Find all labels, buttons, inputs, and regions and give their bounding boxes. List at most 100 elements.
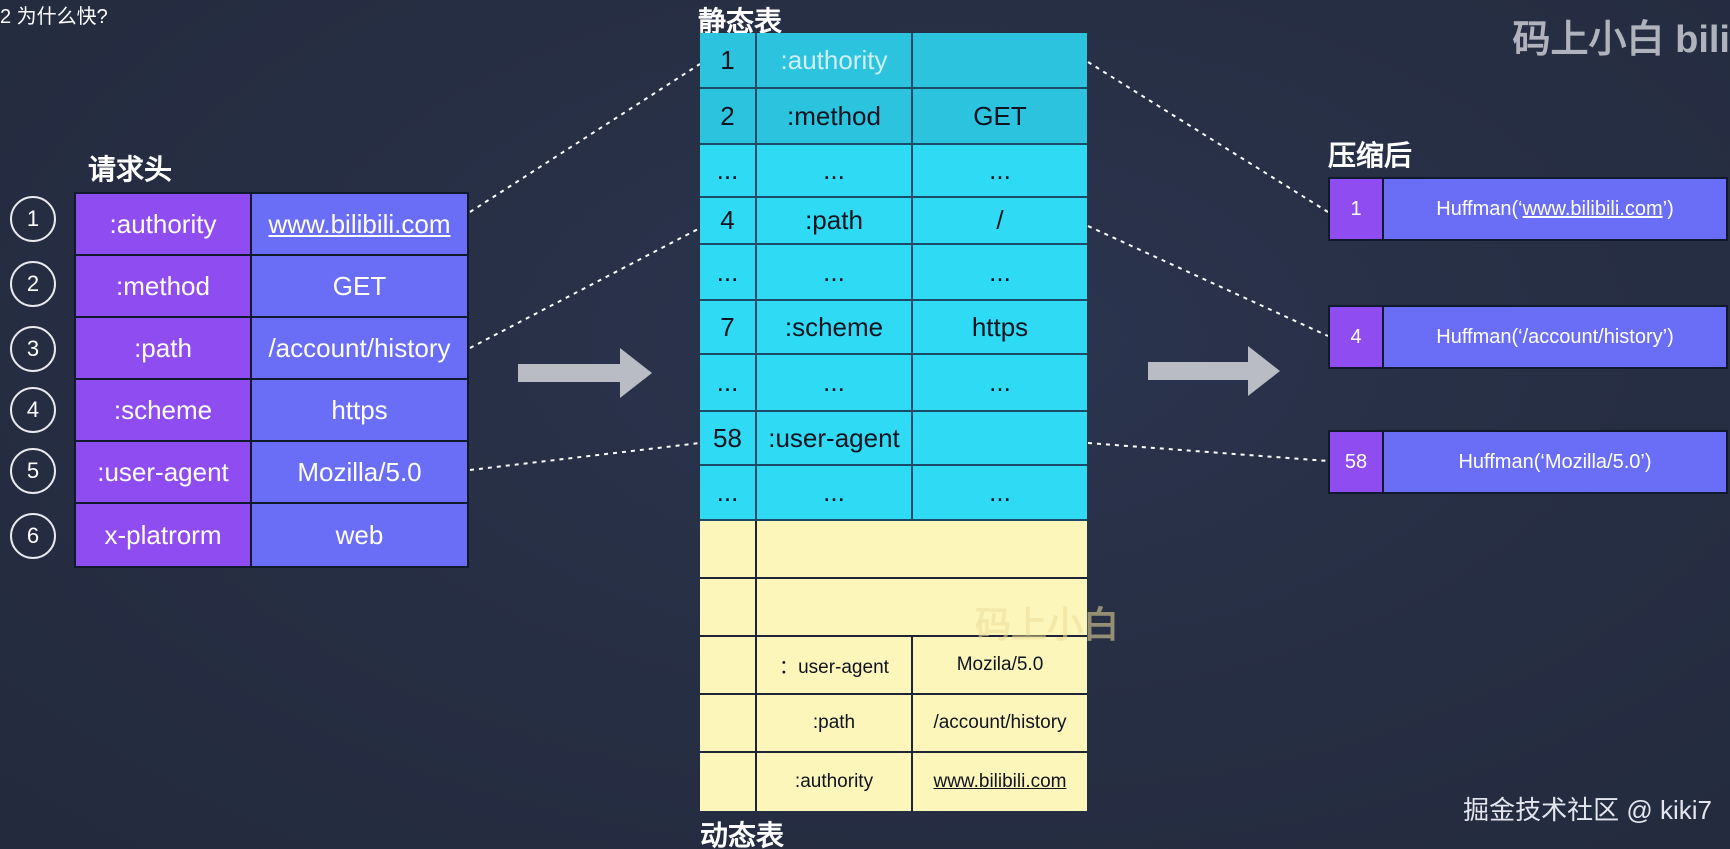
- static-value: ...: [989, 367, 1011, 397]
- header-key: :path: [76, 318, 252, 378]
- compressed-row: 58 Huffman(‘Mozilla/5.0’): [1328, 430, 1728, 494]
- request-header-row: :path /account/history: [76, 318, 467, 380]
- static-name: ...: [757, 466, 913, 519]
- slide-title: 2 为什么快?: [0, 6, 108, 28]
- line-authority-in: [469, 63, 701, 213]
- header-key: :scheme: [76, 380, 252, 440]
- static-name: ...: [757, 145, 913, 196]
- line-path-in: [469, 227, 701, 349]
- static-table-row: ... ... ...: [700, 245, 1087, 301]
- credit-watermark: 掘金技术社区 @ kiki7: [1463, 795, 1712, 825]
- header-value: /account/history: [252, 318, 467, 378]
- center-watermark: 码上小白: [975, 604, 1120, 645]
- dynamic-table-row: :authority www.bilibili.com: [700, 753, 1087, 811]
- static-index: 7: [700, 301, 757, 353]
- header-value: https: [252, 380, 467, 440]
- header-value: Mozilla/5.0: [252, 442, 467, 502]
- header-key: :method: [76, 256, 252, 316]
- header-value: www.bilibili.com: [252, 194, 467, 254]
- compressed-row: 1 Huffman(‘www.bilibili.com’): [1328, 177, 1728, 241]
- dynamic-table-empty-row: [700, 579, 1087, 637]
- dynamic-table-row: :path /account/history: [700, 695, 1087, 753]
- static-index: 1: [700, 33, 757, 87]
- static-value: ...: [989, 256, 1011, 287]
- right-arrow-icon: [518, 348, 652, 398]
- huffman-suffix: ’): [1662, 197, 1674, 220]
- static-name: :scheme: [757, 301, 913, 353]
- request-header-row: x-platrorm web: [76, 504, 467, 566]
- static-dynamic-table: 1 :authority 2 :method GET ... ... ... 4…: [700, 33, 1087, 811]
- static-table-row: 58 :user-agent: [700, 412, 1087, 466]
- static-value: /: [996, 205, 1004, 235]
- static-index: ...: [700, 466, 757, 519]
- static-name: :path: [757, 198, 913, 243]
- huffman-prefix: Huffman(‘: [1436, 197, 1523, 220]
- dynamic-name: :authority: [757, 753, 913, 811]
- dynamic-name: ：user-agent: [757, 637, 913, 693]
- dynamic-name: :path: [757, 695, 913, 751]
- dynamic-empty-cell: [757, 521, 1087, 577]
- static-table-row: 7 :scheme https: [700, 301, 1087, 355]
- static-index: ...: [700, 245, 757, 299]
- dynamic-table-label: 动态表: [700, 820, 785, 849]
- static-table-row: 4 :path /: [700, 198, 1087, 245]
- static-table-label: 静态表: [698, 6, 783, 37]
- static-index: 2: [700, 89, 757, 143]
- request-header-row: :scheme https: [76, 380, 467, 442]
- static-name: :method: [757, 89, 913, 143]
- dynamic-value: Mozila/5.0: [956, 654, 1044, 675]
- compressed-label: 压缩后: [1328, 140, 1413, 171]
- row-number-4: 4: [10, 387, 56, 433]
- header-key: :user-agent: [76, 442, 252, 502]
- compressed-value: Huffman(‘/account/history’): [1384, 307, 1726, 367]
- header-key: x-platrorm: [76, 504, 252, 566]
- request-header-row: :user-agent Mozilla/5.0: [76, 442, 467, 504]
- dynamic-value: /account/history: [933, 712, 1067, 733]
- static-index: 58: [700, 412, 757, 464]
- row-number-5: 5: [10, 448, 56, 494]
- static-table-row: 1 :authority: [700, 33, 1087, 89]
- line-authority-out: [1087, 61, 1329, 213]
- static-value: GET: [973, 100, 1027, 131]
- static-table-row: ... ... ...: [700, 355, 1087, 412]
- line-path-out: [1087, 225, 1329, 337]
- row-number-6: 6: [10, 513, 56, 559]
- static-value: ...: [989, 155, 1011, 185]
- static-value: [913, 412, 1087, 464]
- line-useragent-out: [1087, 442, 1329, 462]
- static-name: ...: [757, 245, 913, 299]
- static-table-row: ... ... ...: [700, 145, 1087, 198]
- dynamic-index: [700, 579, 757, 635]
- dynamic-value: www.bilibili.com: [933, 771, 1067, 792]
- right-arrow-icon: [1148, 346, 1280, 396]
- header-value: GET: [252, 256, 467, 316]
- row-number-2: 2: [10, 261, 56, 307]
- static-name: :user-agent: [757, 412, 913, 464]
- static-table-row: 2 :method GET: [700, 89, 1087, 145]
- request-headers-label: 请求头: [88, 154, 173, 185]
- dynamic-index: [700, 521, 757, 577]
- static-index: ...: [700, 145, 757, 196]
- compressed-index: 1: [1330, 179, 1384, 239]
- request-header-row: :authority www.bilibili.com: [76, 194, 467, 256]
- header-key: :authority: [76, 194, 252, 254]
- dynamic-index: [700, 753, 757, 811]
- compressed-value: Huffman(‘Mozilla/5.0’): [1384, 432, 1726, 492]
- request-headers-table: :authority www.bilibili.com :method GET …: [74, 192, 469, 568]
- request-header-row: :method GET: [76, 256, 467, 318]
- row-number-1: 1: [10, 196, 56, 242]
- compressed-index: 4: [1330, 307, 1384, 367]
- huffman-link: www.bilibili.com: [1522, 197, 1663, 220]
- dynamic-table-row: ：user-agent Mozila/5.0: [700, 637, 1087, 695]
- compressed-index: 58: [1330, 432, 1384, 492]
- header-value: web: [252, 504, 467, 566]
- compressed-value: Huffman(‘www.bilibili.com’): [1384, 179, 1726, 239]
- logo-watermark: 码上小白 bili: [1512, 19, 1730, 61]
- static-index: ...: [700, 355, 757, 410]
- static-value: [913, 33, 1087, 87]
- line-useragent-in: [469, 442, 701, 471]
- static-value: https: [971, 311, 1029, 342]
- dynamic-index: [700, 637, 757, 693]
- row-number-3: 3: [10, 326, 56, 372]
